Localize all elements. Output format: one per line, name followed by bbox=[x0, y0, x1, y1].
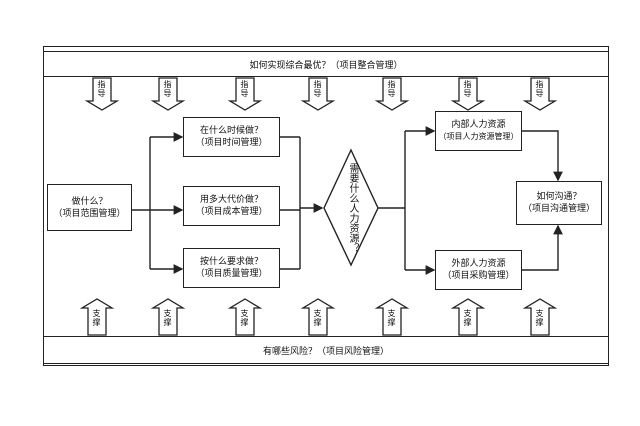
connector-internal-to-comm bbox=[522, 130, 563, 182]
box-scope-line1: 做什么？ bbox=[71, 196, 108, 207]
box-time-line2: （项目时间管理） bbox=[195, 138, 268, 148]
support-arrow-1 bbox=[79, 298, 115, 336]
support-arrow-label-7: 支撑 bbox=[535, 309, 544, 327]
box-scope-line2: （项目范围管理） bbox=[53, 208, 126, 219]
box-scope: 做什么？ （项目范围管理） bbox=[47, 184, 132, 231]
guide-arrow-label-3: 指导 bbox=[240, 80, 249, 98]
box-internal-hr-line1: 内部人力资源 bbox=[451, 120, 506, 130]
guide-arrow-6 bbox=[450, 77, 486, 111]
support-arrow-label-4: 支撑 bbox=[313, 309, 322, 327]
bottom-bar-risk: 有哪些风险？（项目风险管理） bbox=[43, 336, 609, 364]
box-time-line1: 在什么时候做？ bbox=[199, 126, 263, 136]
support-arrow-5 bbox=[374, 298, 410, 336]
top-bar-integration: 如何实现综合最优？（项目整合管理） bbox=[43, 51, 609, 77]
box-external-hr-line2: （项目采购管理） bbox=[442, 271, 515, 281]
guide-arrow-label-7: 指导 bbox=[535, 80, 544, 98]
diamond-text: 需要什么人力资源？ bbox=[347, 163, 358, 253]
guide-arrow-label-1: 指导 bbox=[97, 80, 106, 98]
diagram-frame bbox=[43, 46, 609, 366]
guide-arrow-label-4: 指导 bbox=[313, 80, 322, 98]
support-arrow-7 bbox=[522, 298, 558, 336]
guide-arrow-label-2: 指导 bbox=[163, 80, 172, 98]
support-arrow-label-6: 支撑 bbox=[463, 309, 472, 327]
box-internal-hr-line2: （项目人力资源管理） bbox=[438, 132, 519, 141]
top-bar-text: 如何实现综合最优？（项目整合管理） bbox=[249, 60, 403, 71]
box-communication: 如何沟通？ （项目沟通管理） bbox=[516, 181, 602, 225]
decision-diamond bbox=[323, 148, 379, 267]
guide-arrow-7 bbox=[522, 77, 558, 111]
guide-arrow-label-6: 指导 bbox=[463, 80, 472, 98]
support-arrow-label-1: 支撑 bbox=[92, 309, 101, 327]
box-cost-line1: 用多大代价做？ bbox=[199, 195, 263, 205]
guide-arrow-3 bbox=[227, 77, 263, 111]
guide-arrow-1 bbox=[84, 77, 120, 111]
support-arrow-6 bbox=[450, 298, 486, 336]
guide-arrow-2 bbox=[150, 77, 186, 111]
box-cost: 用多大代价做？ （项目成本管理） bbox=[183, 186, 280, 226]
box-quality: 按什么要求做？ （项目质量管理） bbox=[183, 248, 280, 288]
guide-arrow-4 bbox=[300, 77, 336, 111]
box-quality-line1: 按什么要求做？ bbox=[199, 257, 263, 267]
support-arrow-3 bbox=[227, 298, 263, 336]
support-arrow-label-5: 支撑 bbox=[387, 309, 396, 327]
guide-arrows bbox=[84, 77, 558, 111]
box-communication-line1: 如何沟通？ bbox=[536, 192, 582, 202]
box-time: 在什么时候做？ （项目时间管理） bbox=[183, 117, 280, 157]
box-external-hr: 外部人力资源 （项目采购管理） bbox=[435, 250, 522, 290]
support-arrows bbox=[79, 298, 558, 336]
guide-arrow-5 bbox=[374, 77, 410, 111]
support-arrow-4 bbox=[300, 298, 336, 336]
guide-arrow-label-5: 指导 bbox=[387, 80, 396, 98]
support-arrow-label-3: 支撑 bbox=[240, 309, 249, 327]
connector-external-to-comm bbox=[522, 224, 563, 271]
box-external-hr-line1: 外部人力资源 bbox=[451, 259, 506, 269]
box-internal-hr: 内部人力资源 （项目人力资源管理） bbox=[435, 111, 522, 151]
support-arrow-2 bbox=[150, 298, 186, 336]
box-cost-line2: （项目成本管理） bbox=[195, 207, 268, 217]
support-arrow-label-2: 支撑 bbox=[163, 309, 172, 327]
box-communication-line2: （项目沟通管理） bbox=[522, 204, 595, 214]
box-quality-line2: （项目质量管理） bbox=[195, 269, 268, 279]
bottom-bar-text: 有哪些风险？（项目风险管理） bbox=[262, 346, 389, 357]
